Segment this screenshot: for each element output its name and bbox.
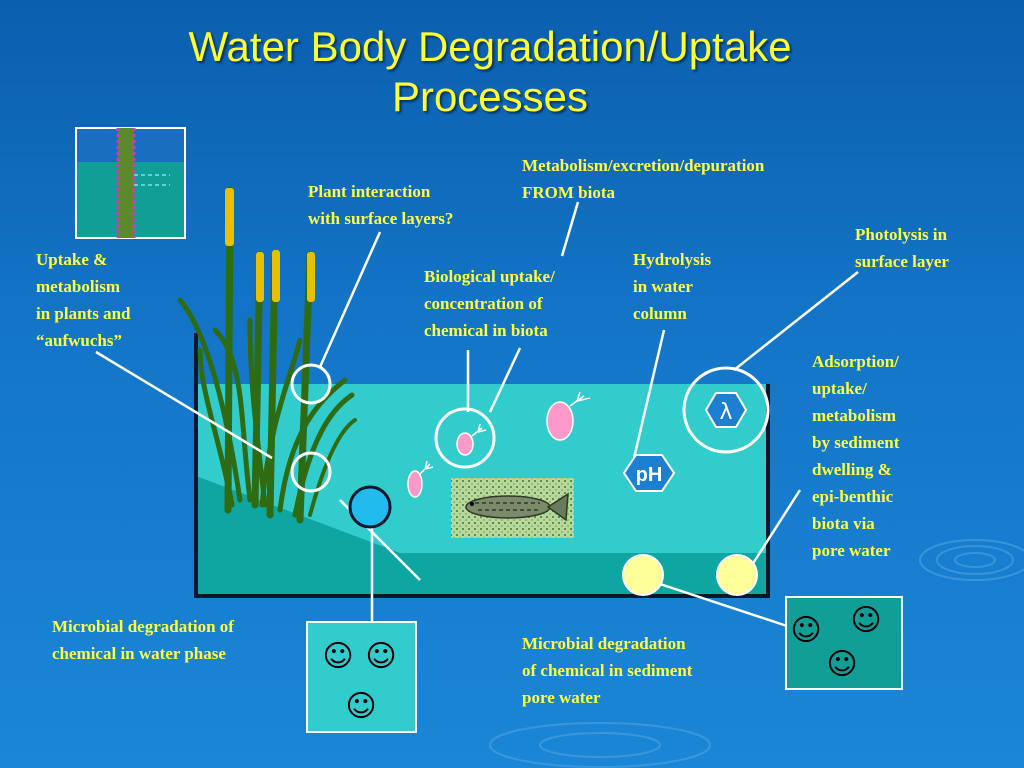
svg-text:☺: ☺ xyxy=(790,613,821,648)
microbe-water-node xyxy=(348,485,392,529)
photolysis-circle xyxy=(682,366,770,454)
plant-uptake-circle xyxy=(290,451,332,493)
inset-water-column xyxy=(75,127,186,239)
label-biological-uptake: Biological uptake/concentration of chemi… xyxy=(424,267,555,340)
photolysis-lambda-badge: λ xyxy=(704,392,748,428)
ripple-decoration xyxy=(489,539,1024,768)
water-tank xyxy=(194,333,770,598)
svg-text:☺: ☺ xyxy=(850,603,881,638)
sediment-pore-node-1 xyxy=(622,554,664,596)
plant-surface-circle xyxy=(290,363,332,405)
svg-text:☺: ☺ xyxy=(826,647,857,682)
svg-text:☺: ☺ xyxy=(345,689,376,724)
sediment-pore-node-2 xyxy=(716,554,758,596)
microbe-water-box: ☺ ☺ ☺ xyxy=(306,621,417,733)
biota-antennae xyxy=(419,391,591,475)
fish-image xyxy=(451,478,574,538)
hydrolysis-ph-badge: pH xyxy=(622,454,676,492)
svg-text:pH: pH xyxy=(636,464,663,486)
svg-text:λ: λ xyxy=(719,400,732,425)
title-line-2: Processes xyxy=(391,73,589,120)
microbe-sediment-box: ☺ ☺ ☺ xyxy=(785,596,903,690)
svg-text:☺: ☺ xyxy=(322,639,353,674)
label-uptake-plants: Uptake &metabolism in plants and“aufwuch… xyxy=(36,250,131,350)
biota-organisms xyxy=(407,401,574,498)
title-line-1: Water Body Degradation/Uptake xyxy=(188,23,792,70)
cattail-heads xyxy=(225,188,315,302)
biota-uptake-circle xyxy=(434,407,496,469)
svg-text:☺: ☺ xyxy=(365,639,396,674)
page-title: Water Body Degradation/Uptake Processes xyxy=(0,22,980,122)
